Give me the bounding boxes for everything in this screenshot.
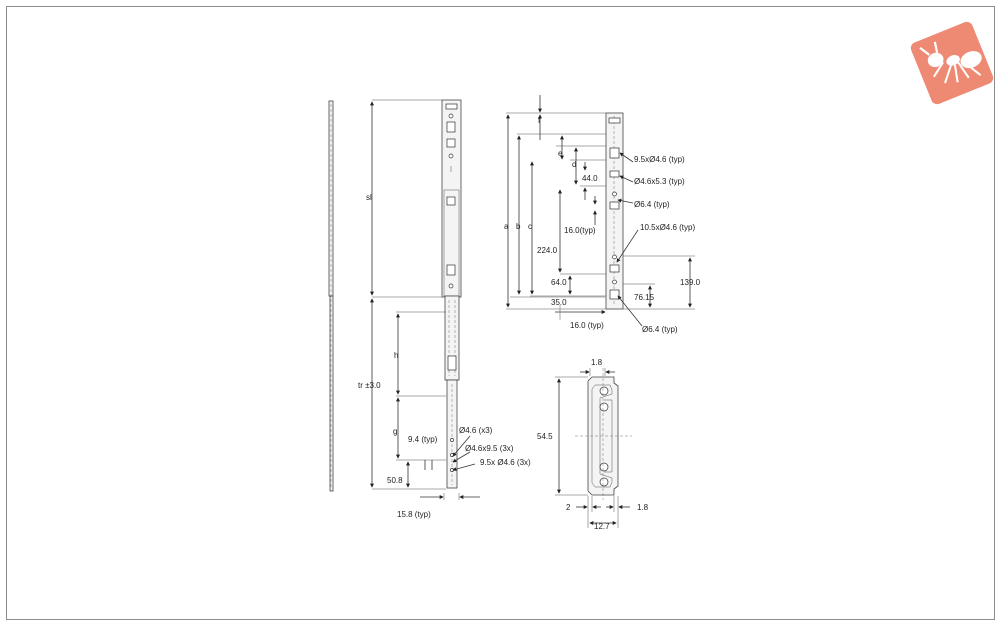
label-hole-6-4-upper: Ø6.4 (typ)	[634, 200, 670, 209]
label-b: b	[516, 222, 521, 231]
label-76-15: 76.15	[634, 293, 655, 302]
label-section-12-7: 12.7	[594, 522, 610, 531]
label-slot-10-5: 10.5xØ4.6 (typ)	[640, 223, 695, 232]
label-44-0: 44.0	[582, 174, 598, 183]
section-view: 1.8 54.5 2 1.8 12.7	[537, 358, 649, 531]
label-f: f	[538, 116, 541, 125]
mounting-rail	[605, 112, 624, 310]
label-sl: sl	[366, 193, 372, 202]
label-slot-9-5: 9.5xØ4.6 (typ)	[634, 155, 685, 164]
label-section-1-8: 1.8	[637, 503, 649, 512]
label-9-4: 9.4 (typ)	[408, 435, 438, 444]
label-c: c	[528, 222, 532, 231]
side-view: sl h tr ±3.0 g 9.4 (typ) 50.8 15.8 (typ)…	[328, 99, 531, 519]
side-profile-rail-lower	[329, 295, 334, 492]
label-15-8: 15.8 (typ)	[397, 510, 431, 519]
label-50-8: 50.8	[387, 476, 403, 485]
label-224-0: 224.0	[537, 246, 558, 255]
label-h: h	[394, 351, 398, 360]
label-g: g	[393, 427, 397, 436]
label-slot-4-6x5-3: Ø4.6x5.3 (typ)	[634, 177, 685, 186]
rail-profile-inner	[591, 384, 613, 488]
ball-bearing-lower	[599, 462, 609, 472]
ball-bearing-bottom	[599, 477, 609, 487]
ant-logo-icon	[910, 21, 994, 105]
label-16-0-typ-vertical: 16.0(typ)	[564, 226, 596, 235]
label-35-0: 35.0	[551, 298, 567, 307]
label-hole-1: Ø4.6 (x3)	[459, 426, 493, 435]
label-e: e	[558, 149, 563, 158]
drawing-frame	[6, 6, 995, 620]
label-hole-3: 9.5x Ø4.6 (3x)	[480, 458, 531, 467]
front-view: f e d a b c 44.0 16.0(typ) 224.0 64.0 35…	[504, 95, 701, 334]
label-139-0: 139.0	[680, 278, 701, 287]
label-a: a	[504, 222, 509, 231]
label-section-2: 2	[566, 503, 571, 512]
label-16-0-typ: 16.0 (typ)	[570, 321, 604, 330]
label-section-54-5: 54.5	[537, 432, 553, 441]
label-hole-6-4-lower: Ø6.4 (typ)	[642, 325, 678, 334]
label-64-0: 64.0	[551, 278, 567, 287]
label-hole-2: Ø4.6x9.5 (3x)	[465, 444, 514, 453]
label-section-1-8-top: 1.8	[591, 358, 603, 367]
ball-bearing-upper	[599, 402, 609, 412]
ball-bearing-top	[599, 386, 609, 396]
label-d: d	[572, 160, 576, 169]
label-tr: tr ±3.0	[358, 381, 381, 390]
